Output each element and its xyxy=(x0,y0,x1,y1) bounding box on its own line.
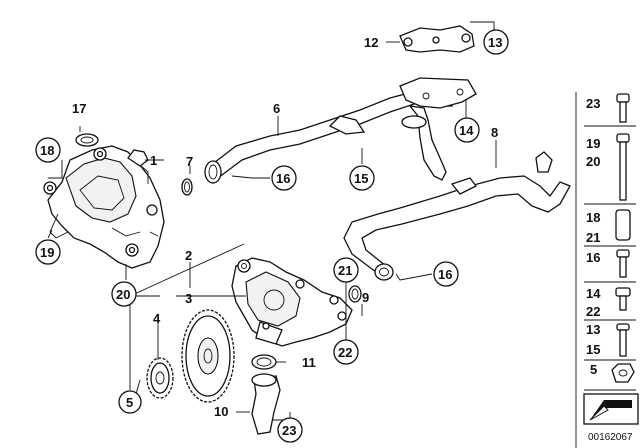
svg-text:19: 19 xyxy=(586,136,600,151)
oil-pump-housing xyxy=(43,145,165,269)
bracket-12 xyxy=(399,25,475,53)
svg-text:14: 14 xyxy=(459,123,474,138)
callout-5: 5 xyxy=(118,390,142,414)
callout-7: 7 xyxy=(186,154,193,169)
oil-pump-lower xyxy=(231,257,353,347)
svg-text:5: 5 xyxy=(126,395,133,410)
svg-text:18: 18 xyxy=(40,143,54,158)
svg-text:14: 14 xyxy=(586,286,601,301)
callout-18: 18 xyxy=(35,137,61,163)
callout-16a: 16 xyxy=(271,165,297,191)
oil-pipe-8 xyxy=(343,151,571,281)
legend-row-18-21: 18 21 xyxy=(584,209,636,247)
svg-text:10: 10 xyxy=(214,404,228,419)
svg-text:20: 20 xyxy=(586,154,600,169)
svg-text:21: 21 xyxy=(586,230,600,245)
gasket-11 xyxy=(251,354,277,370)
callout-12: 12 xyxy=(364,35,378,50)
svg-text:16: 16 xyxy=(586,250,600,265)
callout-19: 19 xyxy=(35,239,61,265)
legend-row-5: 5 xyxy=(584,362,636,391)
callout-14: 14 xyxy=(454,117,480,143)
svg-text:23: 23 xyxy=(282,423,296,438)
fastener-legend: 23 19 20 18 21 16 14 xyxy=(575,92,639,448)
svg-text:16: 16 xyxy=(438,267,452,282)
callout-17: 17 xyxy=(72,101,86,116)
svg-text:4: 4 xyxy=(153,311,161,326)
svg-text:19: 19 xyxy=(40,245,54,260)
svg-text:17: 17 xyxy=(72,101,86,116)
svg-text:5: 5 xyxy=(590,362,597,377)
callout-22: 22 xyxy=(333,339,359,365)
svg-text:22: 22 xyxy=(586,304,600,319)
svg-text:13: 13 xyxy=(586,322,600,337)
legend-row-23: 23 xyxy=(584,93,636,127)
callout-23: 23 xyxy=(277,417,303,443)
legend-symbol-icon xyxy=(583,393,639,425)
legend-row-14-22: 14 22 xyxy=(584,286,636,321)
legend-row-13-15: 13 15 xyxy=(584,322,636,361)
callout-3: 3 xyxy=(185,291,192,306)
svg-text:11: 11 xyxy=(302,355,316,370)
o-ring-9 xyxy=(348,285,362,303)
callout-21: 21 xyxy=(333,257,359,283)
svg-text:15: 15 xyxy=(586,342,600,357)
svg-text:6: 6 xyxy=(273,101,280,116)
callout-10: 10 xyxy=(214,404,228,419)
gasket-17 xyxy=(75,133,99,147)
legend-row-19-20: 19 20 xyxy=(584,133,636,205)
group-outline xyxy=(129,243,246,390)
svg-text:21: 21 xyxy=(338,263,352,278)
callout-16b: 16 xyxy=(433,261,459,287)
callout-4: 4 xyxy=(153,311,161,326)
svg-text:22: 22 xyxy=(338,345,352,360)
svg-text:15: 15 xyxy=(354,171,368,186)
callout-15: 15 xyxy=(349,165,375,191)
callout-1: 1 xyxy=(150,153,157,168)
svg-text:18: 18 xyxy=(586,210,600,225)
suction-pipe-10 xyxy=(251,373,281,435)
callout-9: 9 xyxy=(362,290,369,305)
svg-text:9: 9 xyxy=(362,290,369,305)
oil-pipe-6 xyxy=(204,77,477,184)
svg-text:20: 20 xyxy=(116,287,130,302)
callout-6: 6 xyxy=(273,101,280,116)
svg-text:13: 13 xyxy=(488,35,502,50)
svg-text:16: 16 xyxy=(276,171,290,186)
callout-8: 8 xyxy=(491,125,498,140)
callout-20: 20 xyxy=(111,281,137,307)
gear-3 xyxy=(181,309,235,403)
svg-text:00162067: 00162067 xyxy=(588,432,633,443)
diagram-number: 00162067 xyxy=(588,432,633,443)
callout-13: 13 xyxy=(483,29,509,55)
svg-text:3: 3 xyxy=(185,291,192,306)
callout-11: 11 xyxy=(302,355,316,370)
svg-text:8: 8 xyxy=(491,125,498,140)
svg-text:23: 23 xyxy=(586,96,600,111)
sprocket-4 xyxy=(146,357,174,399)
o-ring-7 xyxy=(181,178,193,196)
svg-text:12: 12 xyxy=(364,35,378,50)
callout-2: 2 xyxy=(185,248,192,263)
legend-row-16: 16 xyxy=(584,249,636,283)
svg-text:1: 1 xyxy=(150,153,157,168)
svg-text:7: 7 xyxy=(186,154,193,169)
svg-text:2: 2 xyxy=(185,248,192,263)
leader-lines xyxy=(47,21,497,421)
